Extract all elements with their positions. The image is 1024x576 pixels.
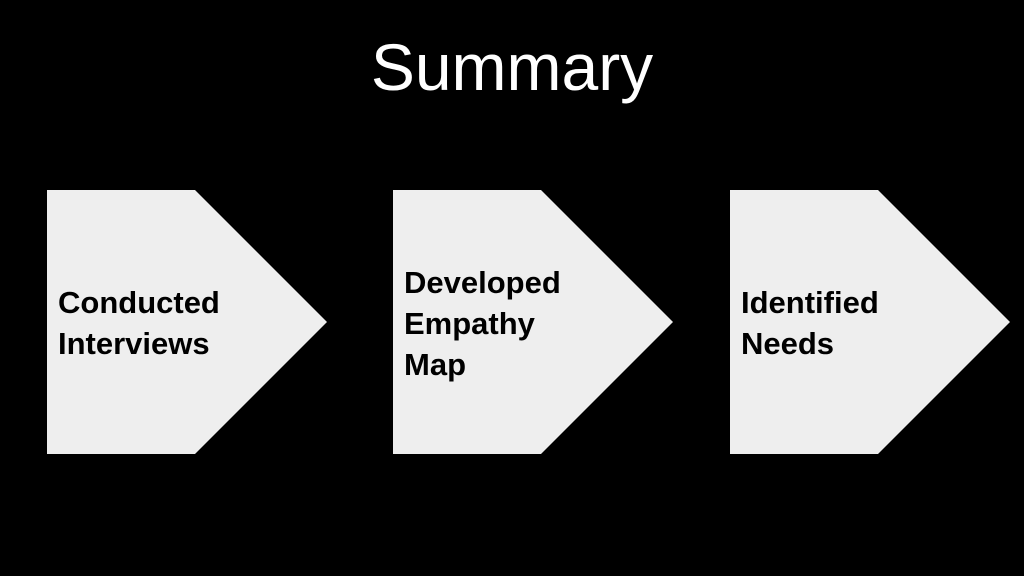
slide-title: Summary bbox=[370, 30, 654, 104]
chevron-arrow-shape bbox=[393, 190, 673, 454]
step-label: Identified Needs bbox=[741, 285, 879, 361]
step-label: Conducted Interviews bbox=[58, 285, 220, 361]
step-identified-needs: Identified Needs bbox=[730, 190, 1010, 454]
chevron-arrow-shape bbox=[730, 190, 1010, 454]
step-developed-empathy-map: Developed Empathy Map bbox=[393, 190, 673, 454]
step-label: Developed Empathy Map bbox=[404, 265, 561, 382]
chevron-arrow-shape bbox=[47, 190, 327, 454]
step-conducted-interviews: Conducted Interviews bbox=[47, 190, 327, 454]
